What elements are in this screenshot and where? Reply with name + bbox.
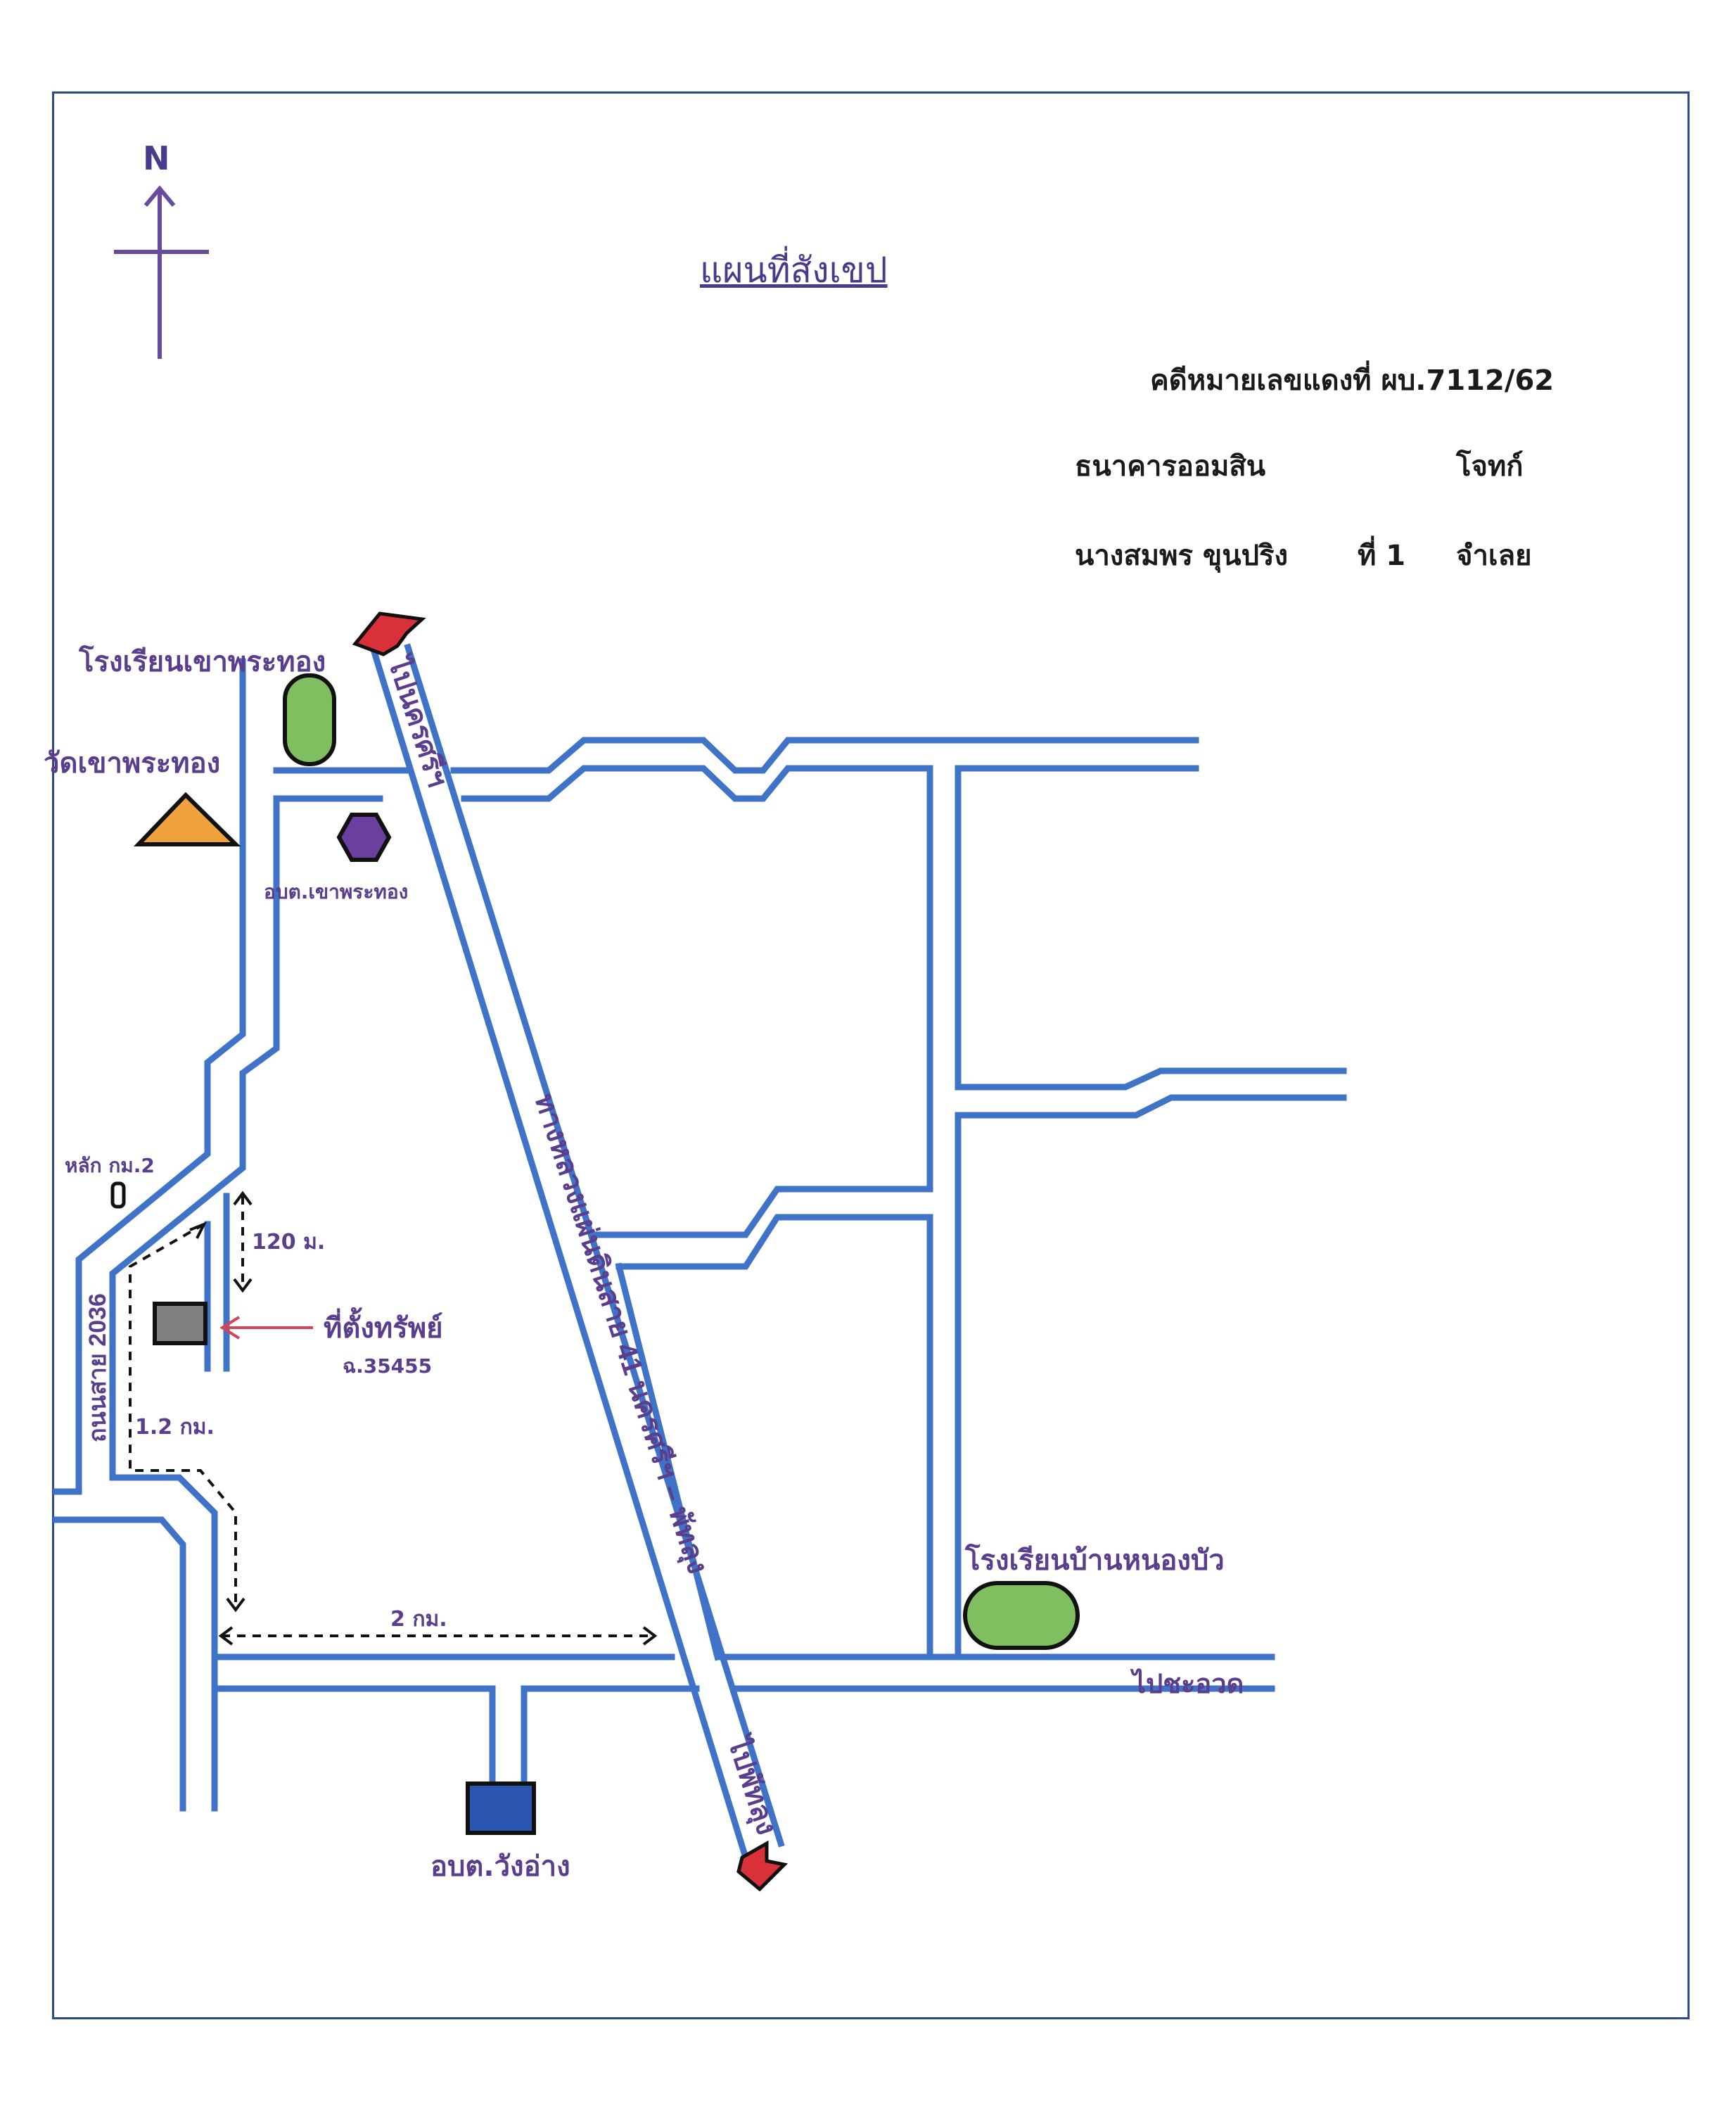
school-right-icon	[963, 1581, 1080, 1650]
road-mid-horiz-upper	[591, 1186, 933, 1238]
road-mid-horiz-lower	[615, 1214, 933, 1270]
sao-bottom-icon	[466, 1781, 536, 1835]
road-right-horiz-upper	[955, 1067, 1347, 1091]
defendant-name: นางสมพร ขุนปริง	[1075, 540, 1288, 572]
road-left-outer-lower	[53, 1516, 186, 1812]
road-network	[53, 643, 1347, 1862]
label-local-road: ถนนสาย 2036	[84, 1293, 111, 1442]
label-sao-top: อบต.เขาพระทอง	[264, 880, 409, 903]
road-left-outer	[53, 658, 246, 1495]
road-right-horiz-lower	[955, 1094, 1347, 1119]
map-title: แผนที่สังเขป	[700, 250, 888, 291]
north-arrow-icon	[114, 185, 209, 359]
property-pointer-arrow	[219, 1316, 313, 1340]
arrow-to-south-icon	[736, 1840, 789, 1892]
road-top-upper-right	[450, 737, 1199, 774]
school-top-icon	[283, 673, 336, 766]
label-distance-1-2km: 1.2 กม.	[135, 1415, 215, 1440]
label-highway: ทางหลวงแผ่นดินสาย 41 นครศรีฯ – พัทลุง	[527, 1090, 713, 1578]
label-school-top: โรงเรียนเขาพระทอง	[79, 646, 326, 678]
map-frame	[52, 91, 1690, 2019]
label-sao-bottom: อบต.วังอ่าง	[430, 1850, 570, 1883]
label-to-east: ไปชะอวด	[1132, 1668, 1244, 1699]
north-label: N	[143, 139, 170, 177]
label-deed: ฉ.35455	[343, 1354, 433, 1378]
highway-left-edge	[369, 643, 750, 1862]
defendant-order: ที่ 1	[1358, 540, 1406, 572]
case-number: คดีหมายเลขแดงที่ ผบ.7112/62	[1150, 364, 1555, 397]
arrow-to-north-icon	[352, 611, 426, 656]
road-top-lower-right	[461, 765, 933, 802]
road-mid-vertical-inner	[615, 1262, 722, 1661]
label-property: ที่ตั้งทรัพย์	[324, 1312, 443, 1345]
km-post-icon	[110, 1181, 126, 1209]
temple-icon	[133, 792, 241, 846]
label-school-right: โรงเรียนบ้านหนองบัว	[965, 1544, 1225, 1577]
label-distance-2km: 2 กม.	[390, 1607, 447, 1632]
label-to-south: ไปพัทลุง	[719, 1731, 784, 1839]
label-distance-120m: 120 ม.	[252, 1230, 326, 1255]
sao-top-icon	[336, 813, 392, 862]
distance-markers	[129, 1196, 654, 1637]
defendant-role: จำเลย	[1456, 540, 1532, 572]
plaintiff-role: โจทก์	[1456, 450, 1524, 483]
property-icon	[153, 1302, 208, 1345]
plaintiff-name: ธนาคารออมสิน	[1075, 450, 1266, 483]
label-temple: วัดเขาพระทอง	[44, 747, 221, 780]
label-km-post: หลัก กม.2	[65, 1154, 155, 1177]
road-left-inner	[109, 795, 280, 1812]
highway-right-edge	[404, 643, 785, 1848]
